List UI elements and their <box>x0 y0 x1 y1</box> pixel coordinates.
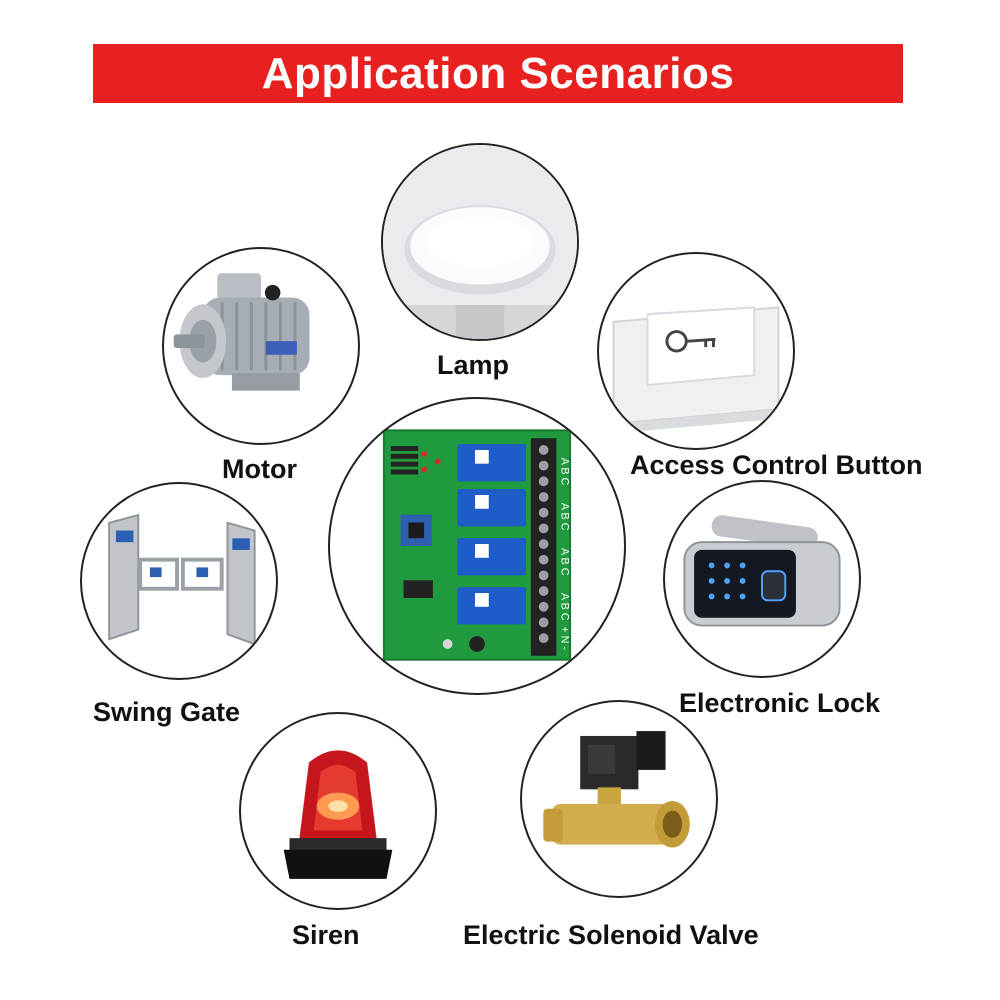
motor-label: Motor <box>222 454 297 484</box>
terminal-label: A B C <box>558 593 570 621</box>
swing-gate-label: Swing Gate <box>93 697 241 727</box>
solenoid-valve-icon <box>543 731 690 848</box>
access-button-icon <box>612 306 780 434</box>
terminal-label: + N - <box>558 626 570 650</box>
lamp-label: Lamp <box>437 350 510 380</box>
siren-icon <box>283 750 393 879</box>
terminal-label: A B C <box>558 503 570 531</box>
electronic-lock-icon <box>683 515 841 627</box>
motor-circle <box>162 247 360 445</box>
terminal-label: A B C <box>558 458 570 486</box>
solenoid-valve-label: Electric Solenoid Valve <box>463 920 759 950</box>
page-title: Application Scenarios <box>261 48 735 98</box>
relay-board-circle: A B C A B C A B C A B C + N - <box>328 397 626 695</box>
access-button-circle <box>597 252 795 450</box>
lamp-icon <box>383 145 577 339</box>
motor-icon <box>173 273 310 391</box>
siren-circle <box>239 712 437 910</box>
title-banner: Application Scenarios <box>93 44 903 103</box>
access-button-label: Access Control Button <box>630 450 923 480</box>
swing-gate-icon <box>108 513 256 646</box>
terminal-label: A B C <box>558 548 570 576</box>
lamp-circle <box>381 143 579 341</box>
electronic-lock-label: Electronic Lock <box>679 688 881 718</box>
relay-board-icon: A B C A B C A B C A B C + N - <box>382 429 572 661</box>
swing-gate-circle <box>80 482 278 680</box>
relay-4 <box>457 587 526 625</box>
siren-label: Siren <box>292 920 360 950</box>
solenoid-valve-circle <box>520 700 718 898</box>
relay-1 <box>457 444 526 482</box>
relay-3 <box>457 538 526 576</box>
electronic-lock-circle <box>663 480 861 678</box>
relay-2 <box>457 489 526 527</box>
